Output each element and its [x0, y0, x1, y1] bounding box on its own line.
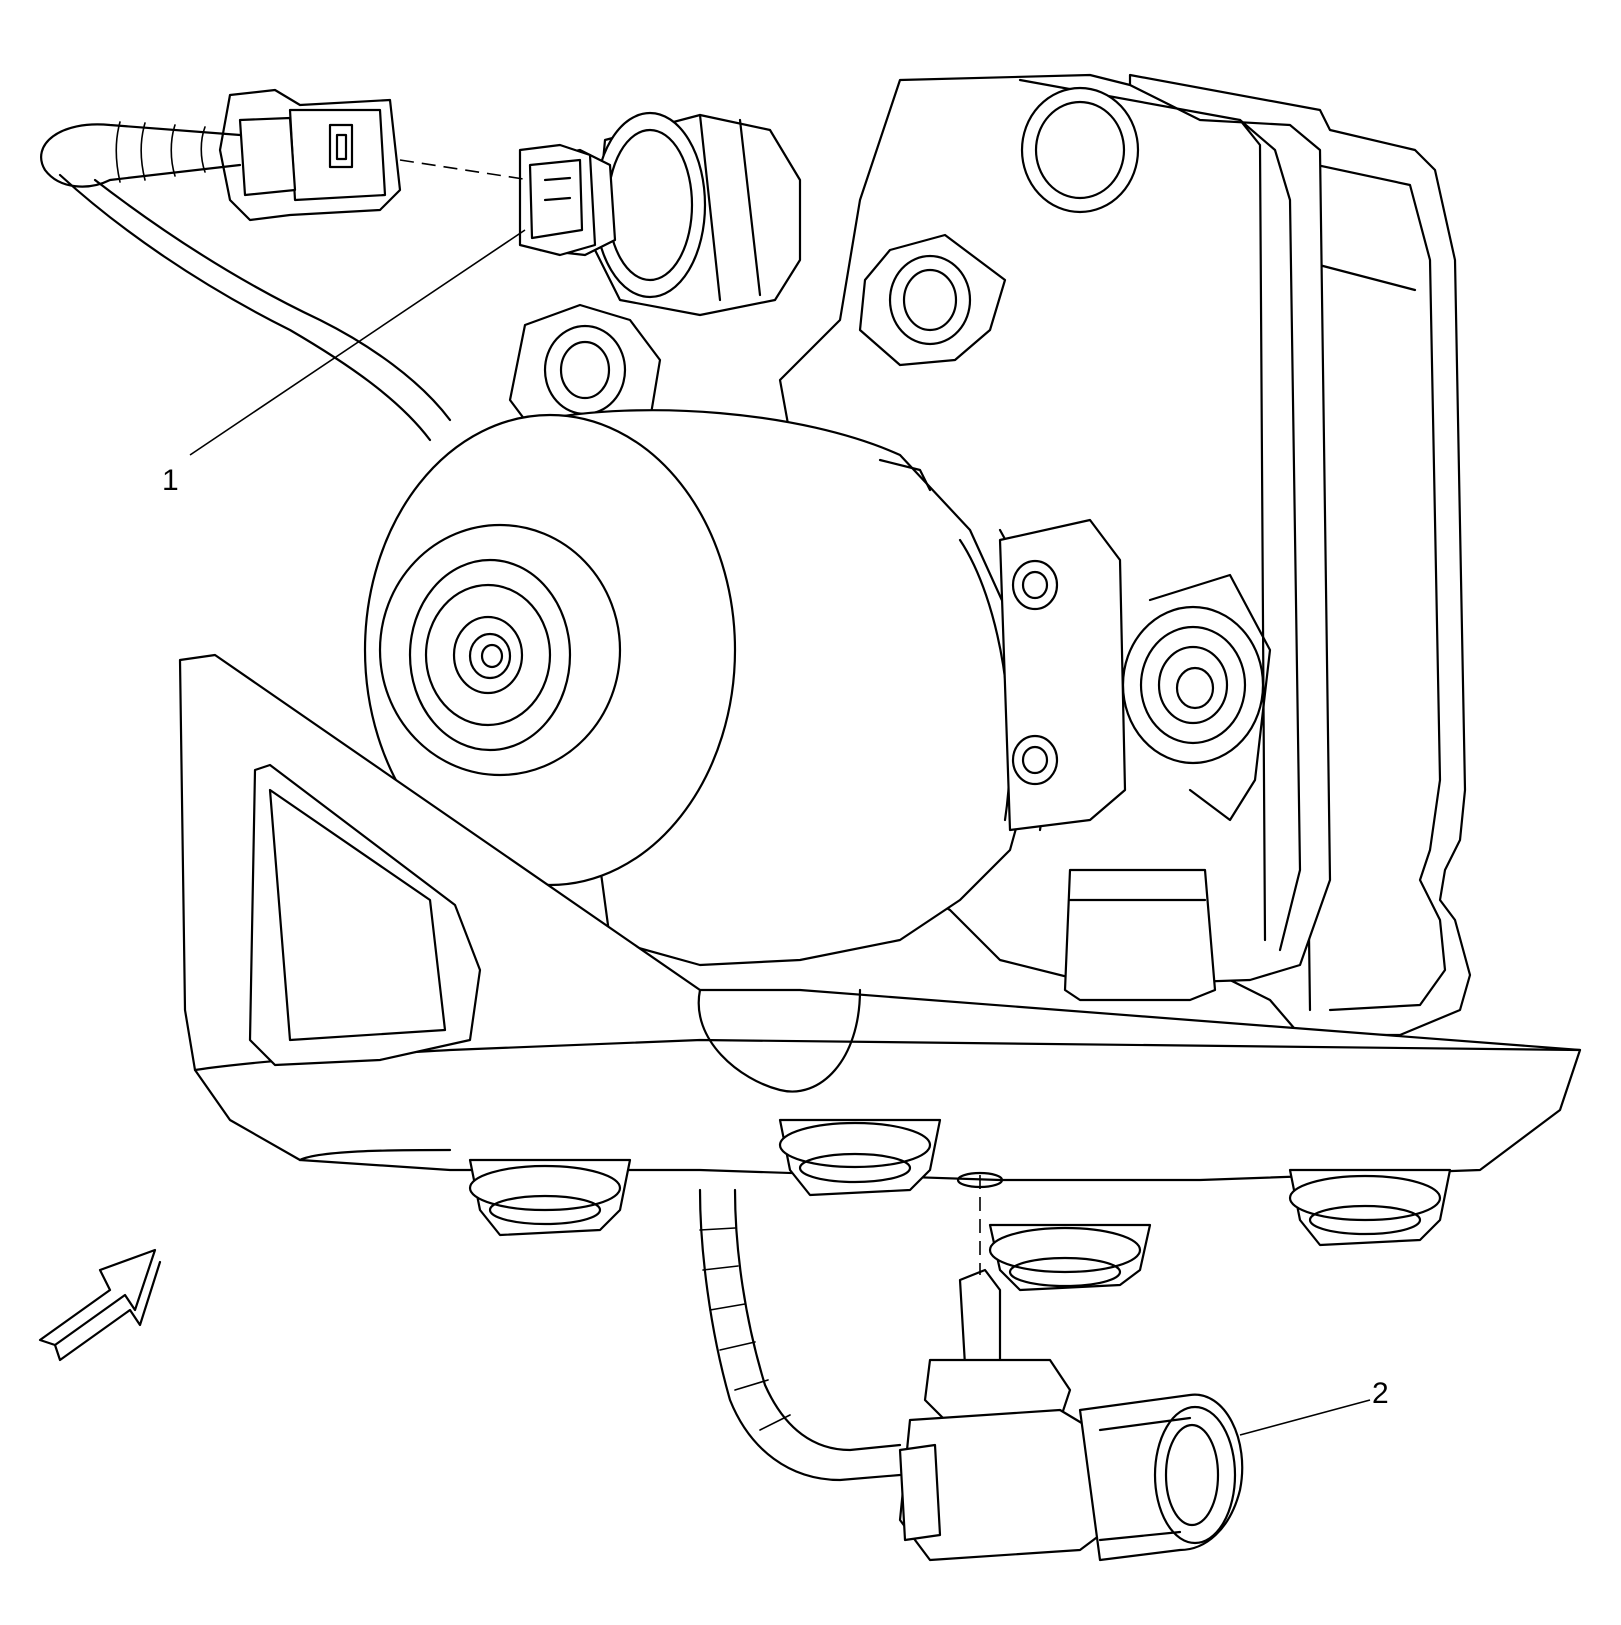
callout-2: 2: [1239, 1377, 1389, 1436]
wire-harness-1: [40, 121, 452, 442]
pressure-sensor: [533, 111, 802, 317]
alignment-line-1: [399, 159, 531, 181]
callout-2-leader: [1239, 1399, 1371, 1436]
harness-connector-2: [898, 1393, 1244, 1562]
callout-2-label: 2: [1372, 1377, 1389, 1410]
part-2-sensor: [898, 1268, 1122, 1562]
harness-connector-1: [218, 88, 402, 222]
callout-1: 1: [162, 229, 526, 497]
isolator-grommets: [468, 1118, 1452, 1292]
grommet-4: [988, 1223, 1152, 1292]
mounting-bracket: [178, 653, 1582, 1182]
view-direction-arrow-icon: [38, 1248, 162, 1362]
wire-harness-2: [698, 1188, 902, 1482]
callout-1-leader: [189, 229, 526, 456]
part-1-connector-socket: [518, 143, 597, 257]
grommet-1: [468, 1158, 632, 1237]
pump-motor: [363, 409, 1127, 967]
grommet-2: [778, 1118, 942, 1197]
grommet-3: [1288, 1168, 1452, 1247]
callout-1-label: 1: [162, 464, 179, 497]
